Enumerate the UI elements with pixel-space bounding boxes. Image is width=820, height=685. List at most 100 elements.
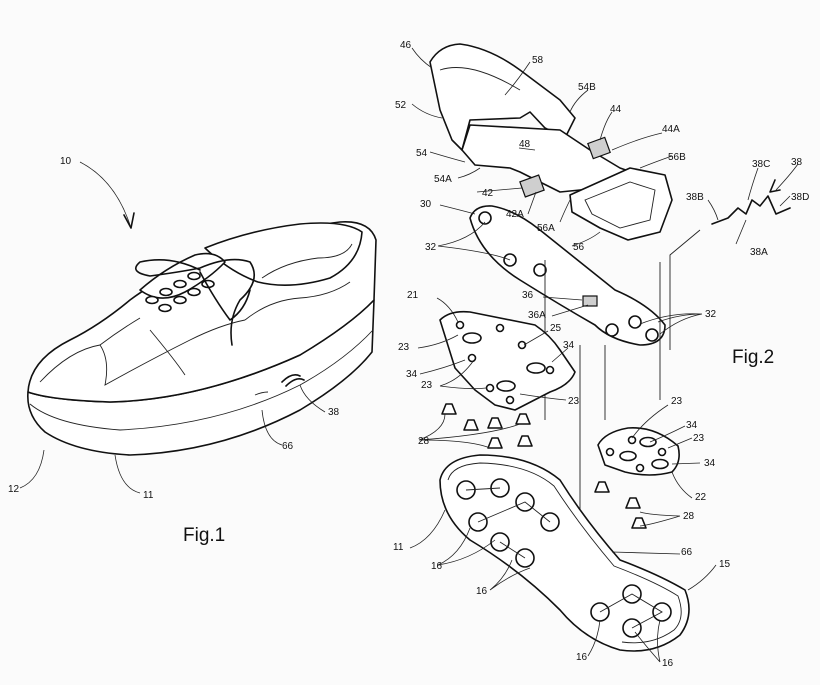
plate-hole — [533, 263, 547, 277]
label-32-lower: 32 — [705, 309, 717, 320]
outsole-inner-edge — [447, 462, 682, 644]
label-54B: 54B — [578, 82, 596, 93]
spike-28 — [631, 517, 647, 529]
fig1-shoe: 10 12 11 66 38 Fig.1 — [8, 156, 377, 546]
pin-23 — [485, 383, 495, 393]
label-11: 11 — [393, 542, 404, 553]
plate-hole — [645, 328, 659, 342]
label-46: 46 — [400, 40, 412, 51]
label-21: 21 — [407, 290, 419, 301]
hole-34 — [651, 458, 669, 470]
label-44A: 44A — [662, 124, 680, 135]
heel-counter-46 — [429, 43, 576, 151]
spike-28 — [487, 437, 503, 449]
label-58: 58 — [532, 55, 544, 66]
label-10: 10 — [60, 156, 72, 167]
spike-28 — [594, 481, 610, 493]
spikes-28-right — [594, 481, 647, 529]
wingtip-seam — [39, 319, 246, 386]
shoe-lining — [261, 243, 353, 279]
label-38: 38 — [328, 407, 340, 418]
leader-38 — [299, 384, 326, 413]
label-30: 30 — [420, 199, 432, 210]
spike-28 — [515, 413, 531, 425]
pin-23 — [627, 435, 637, 445]
eyelets — [145, 271, 215, 313]
label-32-upper: 32 — [425, 242, 437, 253]
hole-34 — [496, 380, 516, 392]
receptacle-links — [465, 487, 663, 629]
pin-23 — [657, 447, 667, 457]
eyelet — [187, 287, 201, 297]
quarter-seam — [149, 281, 351, 376]
pin-23 — [517, 340, 527, 350]
sole-welt-line — [29, 329, 374, 431]
label-16-b: 16 — [476, 586, 488, 597]
spikes-28-left — [441, 403, 533, 449]
eyelet — [173, 279, 187, 289]
label-23-b: 23 — [421, 380, 433, 391]
spike-28 — [487, 417, 503, 429]
hole-34 — [619, 450, 637, 462]
label-28-b: 28 — [683, 511, 695, 522]
label-56: 56 — [573, 242, 585, 253]
label-56A: 56A — [537, 223, 555, 234]
eyelet — [187, 271, 201, 281]
label-11: 11 — [143, 490, 154, 501]
eyelet — [159, 287, 173, 297]
leader-11 — [114, 454, 141, 494]
plate-hole — [628, 315, 642, 329]
toe-piece-inner — [584, 181, 656, 229]
label-22: 22 — [695, 492, 707, 503]
label-56B: 56B — [668, 152, 686, 163]
label-34-d: 34 — [704, 458, 716, 469]
label-25: 25 — [550, 323, 562, 334]
label-38: 38 — [791, 157, 803, 168]
clip-42 — [519, 174, 545, 198]
label-34-b: 34 — [406, 369, 418, 380]
pin-23 — [505, 395, 515, 405]
label-16-a: 16 — [431, 561, 443, 572]
plate-hole — [605, 323, 619, 337]
plate-hole — [478, 211, 492, 225]
spike-28 — [441, 403, 457, 415]
shoe-tongue — [139, 252, 226, 299]
label-54A: 54A — [434, 174, 452, 185]
label-12: 12 — [8, 484, 20, 495]
heel-line-66 — [254, 391, 269, 396]
label-23-e: 23 — [693, 433, 705, 444]
spike-28 — [517, 435, 533, 447]
tab-36 — [582, 295, 598, 307]
counter-inner-edge — [439, 67, 521, 91]
label-38B: 38B — [686, 192, 704, 203]
leader-10 — [79, 161, 131, 226]
label-38A: 38A — [750, 247, 768, 258]
label-34-c: 34 — [686, 420, 698, 431]
label-42A: 42A — [506, 209, 524, 220]
label-36A: 36A — [528, 310, 546, 321]
fig2-exploded: 46 58 54B 44 52 44A 48 54 56B 54A 42 38C… — [393, 40, 809, 669]
label-23-a: 23 — [398, 342, 410, 353]
arrow-10 — [123, 212, 135, 229]
label-16-c: 16 — [576, 652, 588, 663]
hole-34 — [639, 436, 657, 448]
spike-28 — [625, 497, 641, 509]
eyelet — [145, 295, 159, 305]
spring-38 — [711, 195, 791, 225]
eyelet — [158, 303, 172, 313]
arrow-38 — [769, 179, 781, 193]
eyelet — [173, 295, 187, 305]
toe-cap-line — [99, 317, 141, 346]
heel-vent-38 — [281, 374, 305, 387]
shoe-collar — [204, 222, 363, 286]
label-28-a: 28 — [418, 436, 430, 447]
label-48: 48 — [519, 139, 531, 150]
label-52: 52 — [395, 100, 407, 111]
label-44: 44 — [610, 104, 622, 115]
label-42: 42 — [482, 188, 494, 199]
label-66: 66 — [681, 547, 693, 558]
pin-23 — [467, 353, 477, 363]
label-38D: 38D — [791, 192, 809, 203]
